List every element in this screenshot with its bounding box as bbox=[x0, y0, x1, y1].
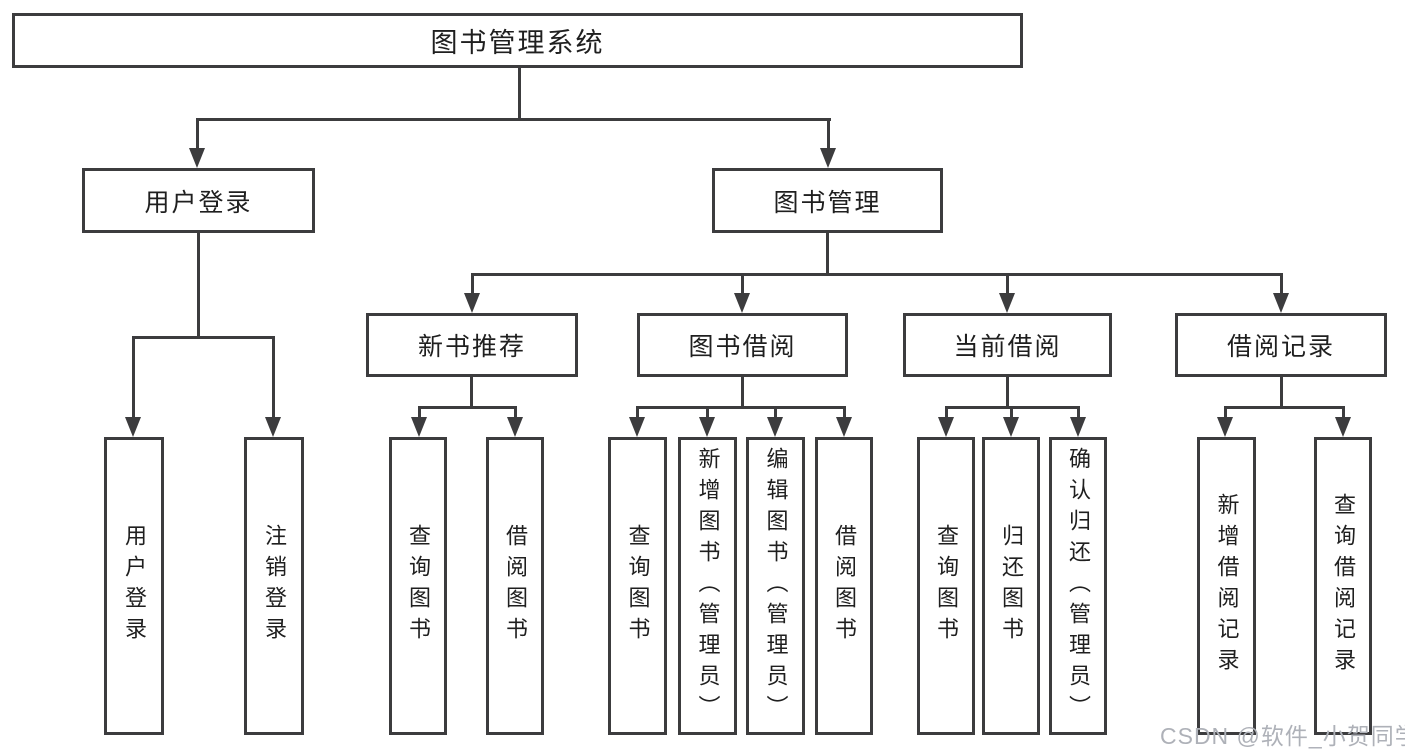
leaf-edit-books-admin: 编辑图书（管理员） bbox=[746, 437, 805, 735]
connector-stem bbox=[1006, 377, 1009, 406]
leaf-query-borrowing-record: 查询借阅记录 bbox=[1314, 437, 1372, 735]
arrow-down-icon bbox=[1217, 417, 1233, 437]
leaf-confirm-return-admin: 确认归还（管理员） bbox=[1049, 437, 1107, 735]
leaf-query-books: 查询图书 bbox=[389, 437, 447, 735]
arrow-down-icon bbox=[464, 293, 480, 313]
connector-stem bbox=[470, 377, 473, 406]
arrow-down-icon bbox=[411, 417, 427, 437]
connector-drop bbox=[1342, 406, 1345, 419]
node-current-borrowing: 当前借阅 bbox=[903, 313, 1112, 377]
connector-drop bbox=[827, 118, 830, 150]
arrow-down-icon bbox=[938, 417, 954, 437]
connector-drop bbox=[1006, 273, 1009, 295]
connector-bookmgmt-stem bbox=[826, 233, 829, 273]
connector-drop bbox=[1010, 406, 1013, 419]
arrow-down-icon bbox=[1003, 417, 1019, 437]
arrow-down-icon bbox=[734, 293, 750, 313]
connector-group-rail bbox=[636, 406, 846, 409]
arrow-down-icon bbox=[1273, 293, 1289, 313]
node-user-login: 用户登录 bbox=[82, 168, 315, 233]
node-book-borrowing: 图书借阅 bbox=[637, 313, 848, 377]
arrow-down-icon bbox=[1335, 417, 1351, 437]
node-book-management: 图书管理 bbox=[712, 168, 943, 233]
connector-drop bbox=[418, 406, 421, 419]
csdn-watermark: CSDN @软件_小贺同学 bbox=[1160, 723, 1405, 749]
arrow-down-icon bbox=[265, 417, 281, 437]
leaf-user-login: 用户登录 bbox=[104, 437, 164, 735]
connector-drop bbox=[636, 406, 639, 419]
connector-root-stem bbox=[518, 68, 521, 118]
leaf-logout: 注销登录 bbox=[244, 437, 304, 735]
connector-userlogin-stem bbox=[197, 233, 200, 336]
connector-drop bbox=[196, 118, 199, 150]
node-library-management-system: 图书管理系统 bbox=[12, 13, 1023, 68]
leaf-add-borrowing-record: 新增借阅记录 bbox=[1197, 437, 1256, 735]
node-new-book-recommendation: 新书推荐 bbox=[366, 313, 578, 377]
leaf-query-books: 查询图书 bbox=[917, 437, 975, 735]
connector-drop bbox=[1224, 406, 1227, 419]
connector-drop bbox=[272, 336, 275, 418]
arrow-down-icon bbox=[699, 417, 715, 437]
leaf-borrow-books: 借阅图书 bbox=[486, 437, 544, 735]
connector-drop bbox=[774, 406, 777, 419]
connector-drop bbox=[945, 406, 948, 419]
connector-drop bbox=[514, 406, 517, 419]
arrow-down-icon bbox=[836, 417, 852, 437]
leaf-add-books-admin: 新增图书（管理员） bbox=[678, 437, 737, 735]
connector-drop bbox=[706, 406, 709, 419]
arrow-down-icon bbox=[629, 417, 645, 437]
connector-drop bbox=[741, 273, 744, 295]
connector-drop bbox=[132, 336, 135, 418]
connector-drop bbox=[843, 406, 846, 419]
arrow-down-icon bbox=[820, 148, 836, 168]
arrow-down-icon bbox=[767, 417, 783, 437]
connector-drop bbox=[1077, 406, 1080, 419]
connector-root-rail bbox=[197, 118, 831, 121]
arrow-down-icon bbox=[1070, 417, 1086, 437]
connector-stem bbox=[741, 377, 744, 406]
connector-stem bbox=[1280, 377, 1283, 406]
leaf-borrow-books: 借阅图书 bbox=[815, 437, 873, 735]
connector-userlogin-rail bbox=[132, 336, 274, 339]
connector-drop bbox=[471, 273, 474, 295]
connector-drop bbox=[1280, 273, 1283, 295]
arrow-down-icon bbox=[507, 417, 523, 437]
node-borrowing-records: 借阅记录 bbox=[1175, 313, 1387, 377]
arrow-down-icon bbox=[189, 148, 205, 168]
leaf-query-books: 查询图书 bbox=[608, 437, 667, 735]
connector-group-rail bbox=[418, 406, 517, 409]
arrow-down-icon bbox=[999, 293, 1015, 313]
connector-group-rail bbox=[1224, 406, 1345, 409]
leaf-return-books: 归还图书 bbox=[982, 437, 1040, 735]
arrow-down-icon bbox=[125, 417, 141, 437]
connector-bookmgmt-rail bbox=[471, 273, 1283, 276]
